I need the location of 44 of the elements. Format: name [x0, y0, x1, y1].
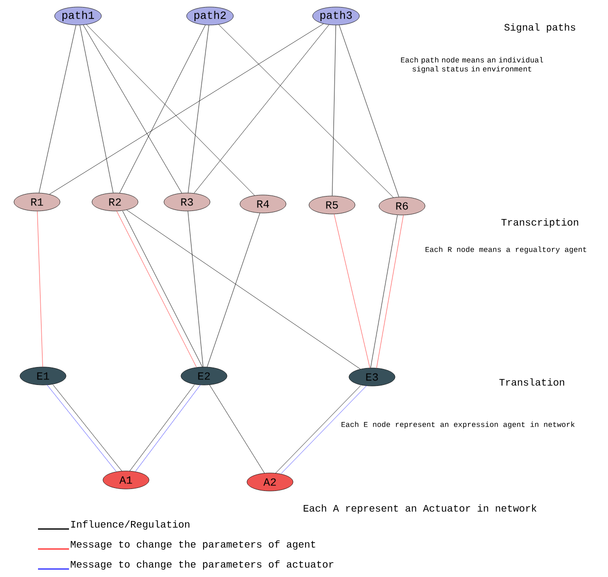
line — [206, 212, 260, 368]
expression-node: E3 — [348, 368, 396, 386]
actuator-node: A1 — [102, 470, 150, 490]
layer-heading: Signal paths — [504, 23, 576, 33]
line — [49, 24, 324, 194]
regulator-node: R3 — [164, 192, 210, 212]
line — [188, 24, 210, 193]
layer-heading: Translation — [499, 378, 564, 386]
legend-text: Influence/Regulation — [71, 520, 190, 530]
line — [38, 24, 76, 194]
line — [135, 384, 201, 472]
line — [86, 24, 255, 196]
regulator-node: R5 — [308, 196, 356, 214]
legend-text: Message to change the parameters of actuator — [70, 560, 334, 570]
line — [338, 24, 400, 198]
line — [370, 214, 398, 368]
line — [209, 384, 265, 474]
line — [126, 210, 361, 370]
path-node: path2 — [186, 6, 234, 26]
expression-node: E1 — [20, 366, 66, 386]
regulator-node: R6 — [378, 196, 426, 216]
line — [80, 24, 114, 194]
legend-text: Message to change the parameters of agent — [70, 540, 316, 550]
line — [83, 24, 182, 194]
actuator-node: A2 — [246, 472, 294, 492]
line — [119, 24, 206, 194]
regulator-node: R4 — [240, 194, 286, 214]
line — [46, 384, 116, 472]
line — [218, 24, 394, 198]
line — [37, 211, 43, 367]
line — [332, 25, 336, 196]
line — [376, 214, 404, 368]
layer-heading: Each A represent an Actuator in network — [304, 504, 536, 514]
path-node: path1 — [54, 6, 102, 26]
line — [129, 384, 195, 472]
line — [52, 384, 122, 472]
line — [334, 214, 370, 368]
regulator-node: R1 — [14, 192, 60, 212]
regulator-node: R2 — [92, 192, 138, 212]
expression-node: E2 — [180, 366, 228, 386]
layer-heading: Transcription — [501, 218, 578, 228]
line — [194, 24, 330, 194]
line — [188, 210, 204, 367]
path-node: path3 — [312, 6, 360, 26]
